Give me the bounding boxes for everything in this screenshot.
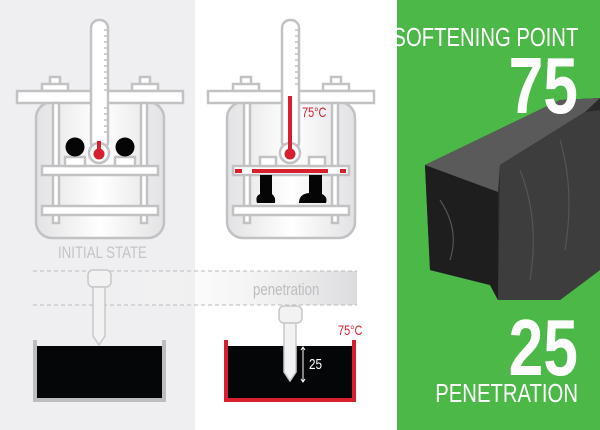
needle-icon bbox=[87, 269, 112, 347]
bath-temperature-label: 75°C bbox=[338, 322, 363, 338]
penetration-label: PENETRATION bbox=[435, 378, 578, 408]
depth-arrow-icon bbox=[300, 346, 306, 383]
initial-state-caption: INITIAL STATE bbox=[58, 243, 147, 262]
thermometer-temperature-label: 75°C bbox=[302, 104, 327, 120]
penetration-value: 25 bbox=[508, 303, 578, 392]
ball-icon bbox=[65, 137, 85, 157]
sample-container-initial bbox=[33, 340, 166, 402]
thermometer-bulb-icon bbox=[284, 148, 296, 160]
penetration-depth-label: 25 bbox=[309, 356, 323, 373]
sagged-bitumen-icon bbox=[299, 175, 327, 203]
bitumen-block-image bbox=[425, 98, 600, 300]
penetration-band-label: penetration bbox=[253, 280, 320, 299]
ball-icon bbox=[115, 137, 135, 157]
softening-point-label: SOFTENING POINT bbox=[392, 22, 578, 52]
penetration-band bbox=[110, 271, 357, 305]
needle-icon bbox=[278, 305, 303, 383]
softening-point-value: 75 bbox=[508, 41, 578, 130]
ring-and-ball-apparatus-initial bbox=[15, 18, 185, 240]
sagged-bitumen-icon bbox=[256, 175, 276, 203]
thermometer-bulb-icon bbox=[93, 148, 105, 160]
heated-plate-line bbox=[252, 169, 328, 173]
